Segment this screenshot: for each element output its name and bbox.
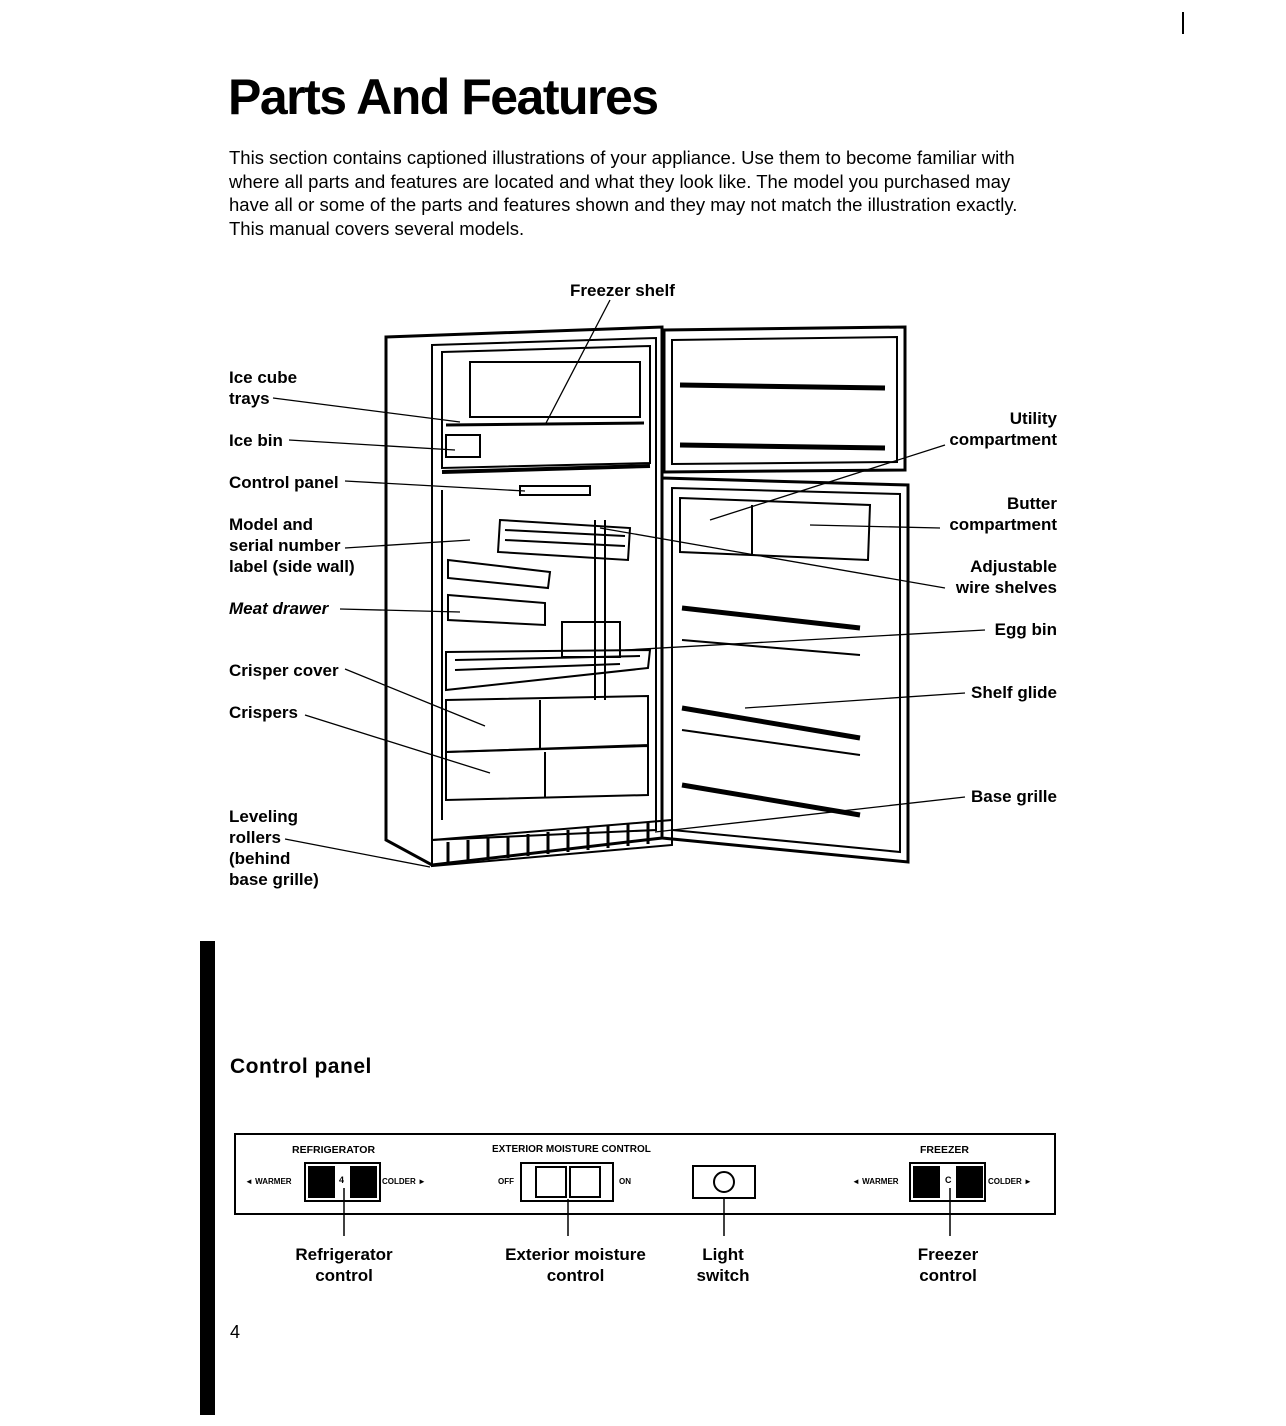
page-edge-mark bbox=[1182, 12, 1184, 34]
freezer-warmer-label: ◄ WARMER bbox=[852, 1177, 899, 1186]
label-ice-cube-trays: Ice cube trays bbox=[229, 368, 298, 408]
label-base-grille: Base grille bbox=[971, 787, 1057, 806]
caption-light-switch: Light switch bbox=[696, 1245, 750, 1285]
caption-freezer-control: Freezer control bbox=[917, 1245, 979, 1285]
intro-paragraph: This section contains captioned illustra… bbox=[229, 147, 1018, 239]
label-freezer-shelf: Freezer shelf bbox=[570, 281, 675, 300]
label-leveling-rollers: Leveling rollers (behind base grille) bbox=[229, 807, 319, 889]
label-model-serial: Model and serial number label (side wall… bbox=[229, 515, 355, 576]
refrigerator-header: REFRIGERATOR bbox=[292, 1144, 376, 1156]
label-utility-compartment: Utility compartment bbox=[949, 409, 1057, 449]
label-shelf-glide: Shelf glide bbox=[971, 683, 1057, 702]
moisture-on-label: ON bbox=[619, 1177, 631, 1186]
moisture-header: EXTERIOR MOISTURE CONTROL bbox=[492, 1144, 651, 1155]
control-panel-heading: Control panel bbox=[230, 1055, 372, 1078]
freezer-dial-setting[interactable]: C bbox=[945, 1175, 952, 1185]
page-number: 4 bbox=[230, 1322, 241, 1342]
freezer-header: FREEZER bbox=[920, 1144, 970, 1156]
freezer-colder-label: COLDER ► bbox=[988, 1177, 1032, 1186]
moisture-off-label: OFF bbox=[498, 1177, 514, 1186]
label-crispers: Crispers bbox=[229, 703, 298, 722]
refrigerator-colder-label: COLDER ► bbox=[382, 1177, 426, 1186]
label-crisper-cover: Crisper cover bbox=[229, 661, 339, 680]
refrigerator-warmer-label: ◄ WARMER bbox=[245, 1177, 292, 1186]
caption-moisture-control: Exterior moisture control bbox=[505, 1245, 646, 1285]
label-ice-bin: Ice bin bbox=[229, 431, 283, 450]
freezer-dial-dark-left bbox=[913, 1166, 940, 1198]
refrigerator-dial-setting[interactable]: 4 bbox=[339, 1175, 345, 1185]
freezer-dial-dark-right bbox=[956, 1166, 983, 1198]
label-adjustable-wire-shelves: Adjustable wire shelves bbox=[955, 557, 1057, 597]
label-egg-bin: Egg bin bbox=[994, 620, 1057, 639]
caption-refrigerator-control: Refrigerator control bbox=[295, 1245, 393, 1285]
page-title: Parts And Features bbox=[228, 69, 659, 125]
section-tab-bar bbox=[200, 941, 215, 1415]
label-butter-compartment: Butter compartment bbox=[949, 494, 1057, 534]
refrigerator-dial-dark-right bbox=[350, 1166, 377, 1198]
label-meat-drawer: Meat drawer bbox=[229, 599, 329, 618]
label-control-panel: Control panel bbox=[229, 473, 339, 492]
refrigerator-dial-dark-left bbox=[308, 1166, 335, 1198]
